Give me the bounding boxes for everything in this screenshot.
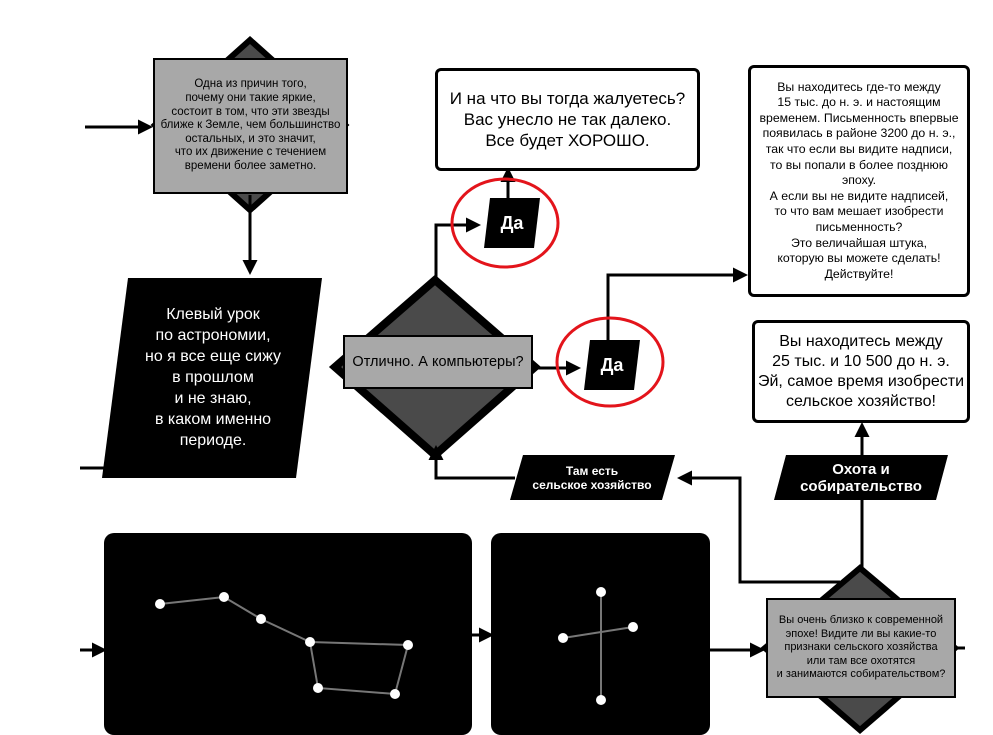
farming-invent-box: Вы находитесь между 25 тыс. и 10 500 до …: [752, 320, 970, 423]
star: [628, 622, 638, 632]
yes-mid-text: Да: [600, 354, 624, 375]
writing-text: Вы находитесь где-то между 15 тыс. до н.…: [759, 79, 959, 281]
writing-box: Вы находитесь где-то между 15 тыс. до н.…: [748, 65, 970, 297]
southern-cross-lines: [562, 592, 634, 700]
big-dipper-lines: [159, 595, 410, 696]
star: [403, 640, 413, 650]
yes-mid-label: Да: [586, 340, 638, 390]
reason-text: Одна из причин того, почему они такие яр…: [160, 78, 341, 172]
reason-box: Одна из причин того, почему они такие яр…: [153, 58, 348, 194]
highlight-circle-mid: [555, 316, 665, 408]
astronomy-parallelogram: [102, 278, 322, 478]
yes-top-text: Да: [500, 212, 524, 233]
astronomy-box: Клевый урок по астрономии, но я все еще …: [128, 292, 298, 462]
complaint-text: И на что вы тогда жалуетесь? Вас унесло …: [449, 89, 686, 150]
hunting-label-shape: [774, 455, 948, 500]
star: [596, 587, 606, 597]
agriculture-label-text: Там есть сельское хозяйство: [532, 463, 652, 492]
constellation-panel-left: [104, 533, 472, 735]
big-dipper-stars: [155, 592, 413, 699]
star: [313, 683, 323, 693]
star: [155, 599, 165, 609]
computers-question-text: Отлично. А компьютеры?: [352, 354, 524, 370]
star: [219, 592, 229, 602]
yes-top-badge: [484, 198, 540, 248]
astronomy-text: Клевый урок по астрономии, но я все еще …: [145, 305, 281, 449]
yes-mid-badge: [584, 340, 640, 390]
southern-cross-stars: [558, 587, 638, 705]
agriculture-label: Там есть сельское хозяйство: [516, 455, 668, 500]
star: [596, 695, 606, 705]
near-modern-text: Вы очень близко к современной эпохе! Вид…: [776, 614, 946, 681]
agriculture-label-shape: [510, 455, 675, 500]
yes-top-label: Да: [486, 198, 538, 248]
hunting-label-text: Охота и собирательство: [800, 460, 922, 495]
star: [390, 689, 400, 699]
hunting-label: Охота и собирательство: [778, 455, 944, 500]
computers-question-box: Отлично. А компьютеры?: [343, 335, 533, 389]
farming-invent-text: Вы находитесь между 25 тыс. и 10 500 до …: [757, 332, 965, 410]
complaint-box: И на что вы тогда жалуетесь? Вас унесло …: [435, 68, 700, 171]
star: [558, 633, 568, 643]
star: [305, 637, 315, 647]
star: [256, 614, 266, 624]
highlight-circle-top: [450, 177, 560, 269]
near-modern-box: Вы очень близко к современной эпохе! Вид…: [766, 598, 956, 698]
